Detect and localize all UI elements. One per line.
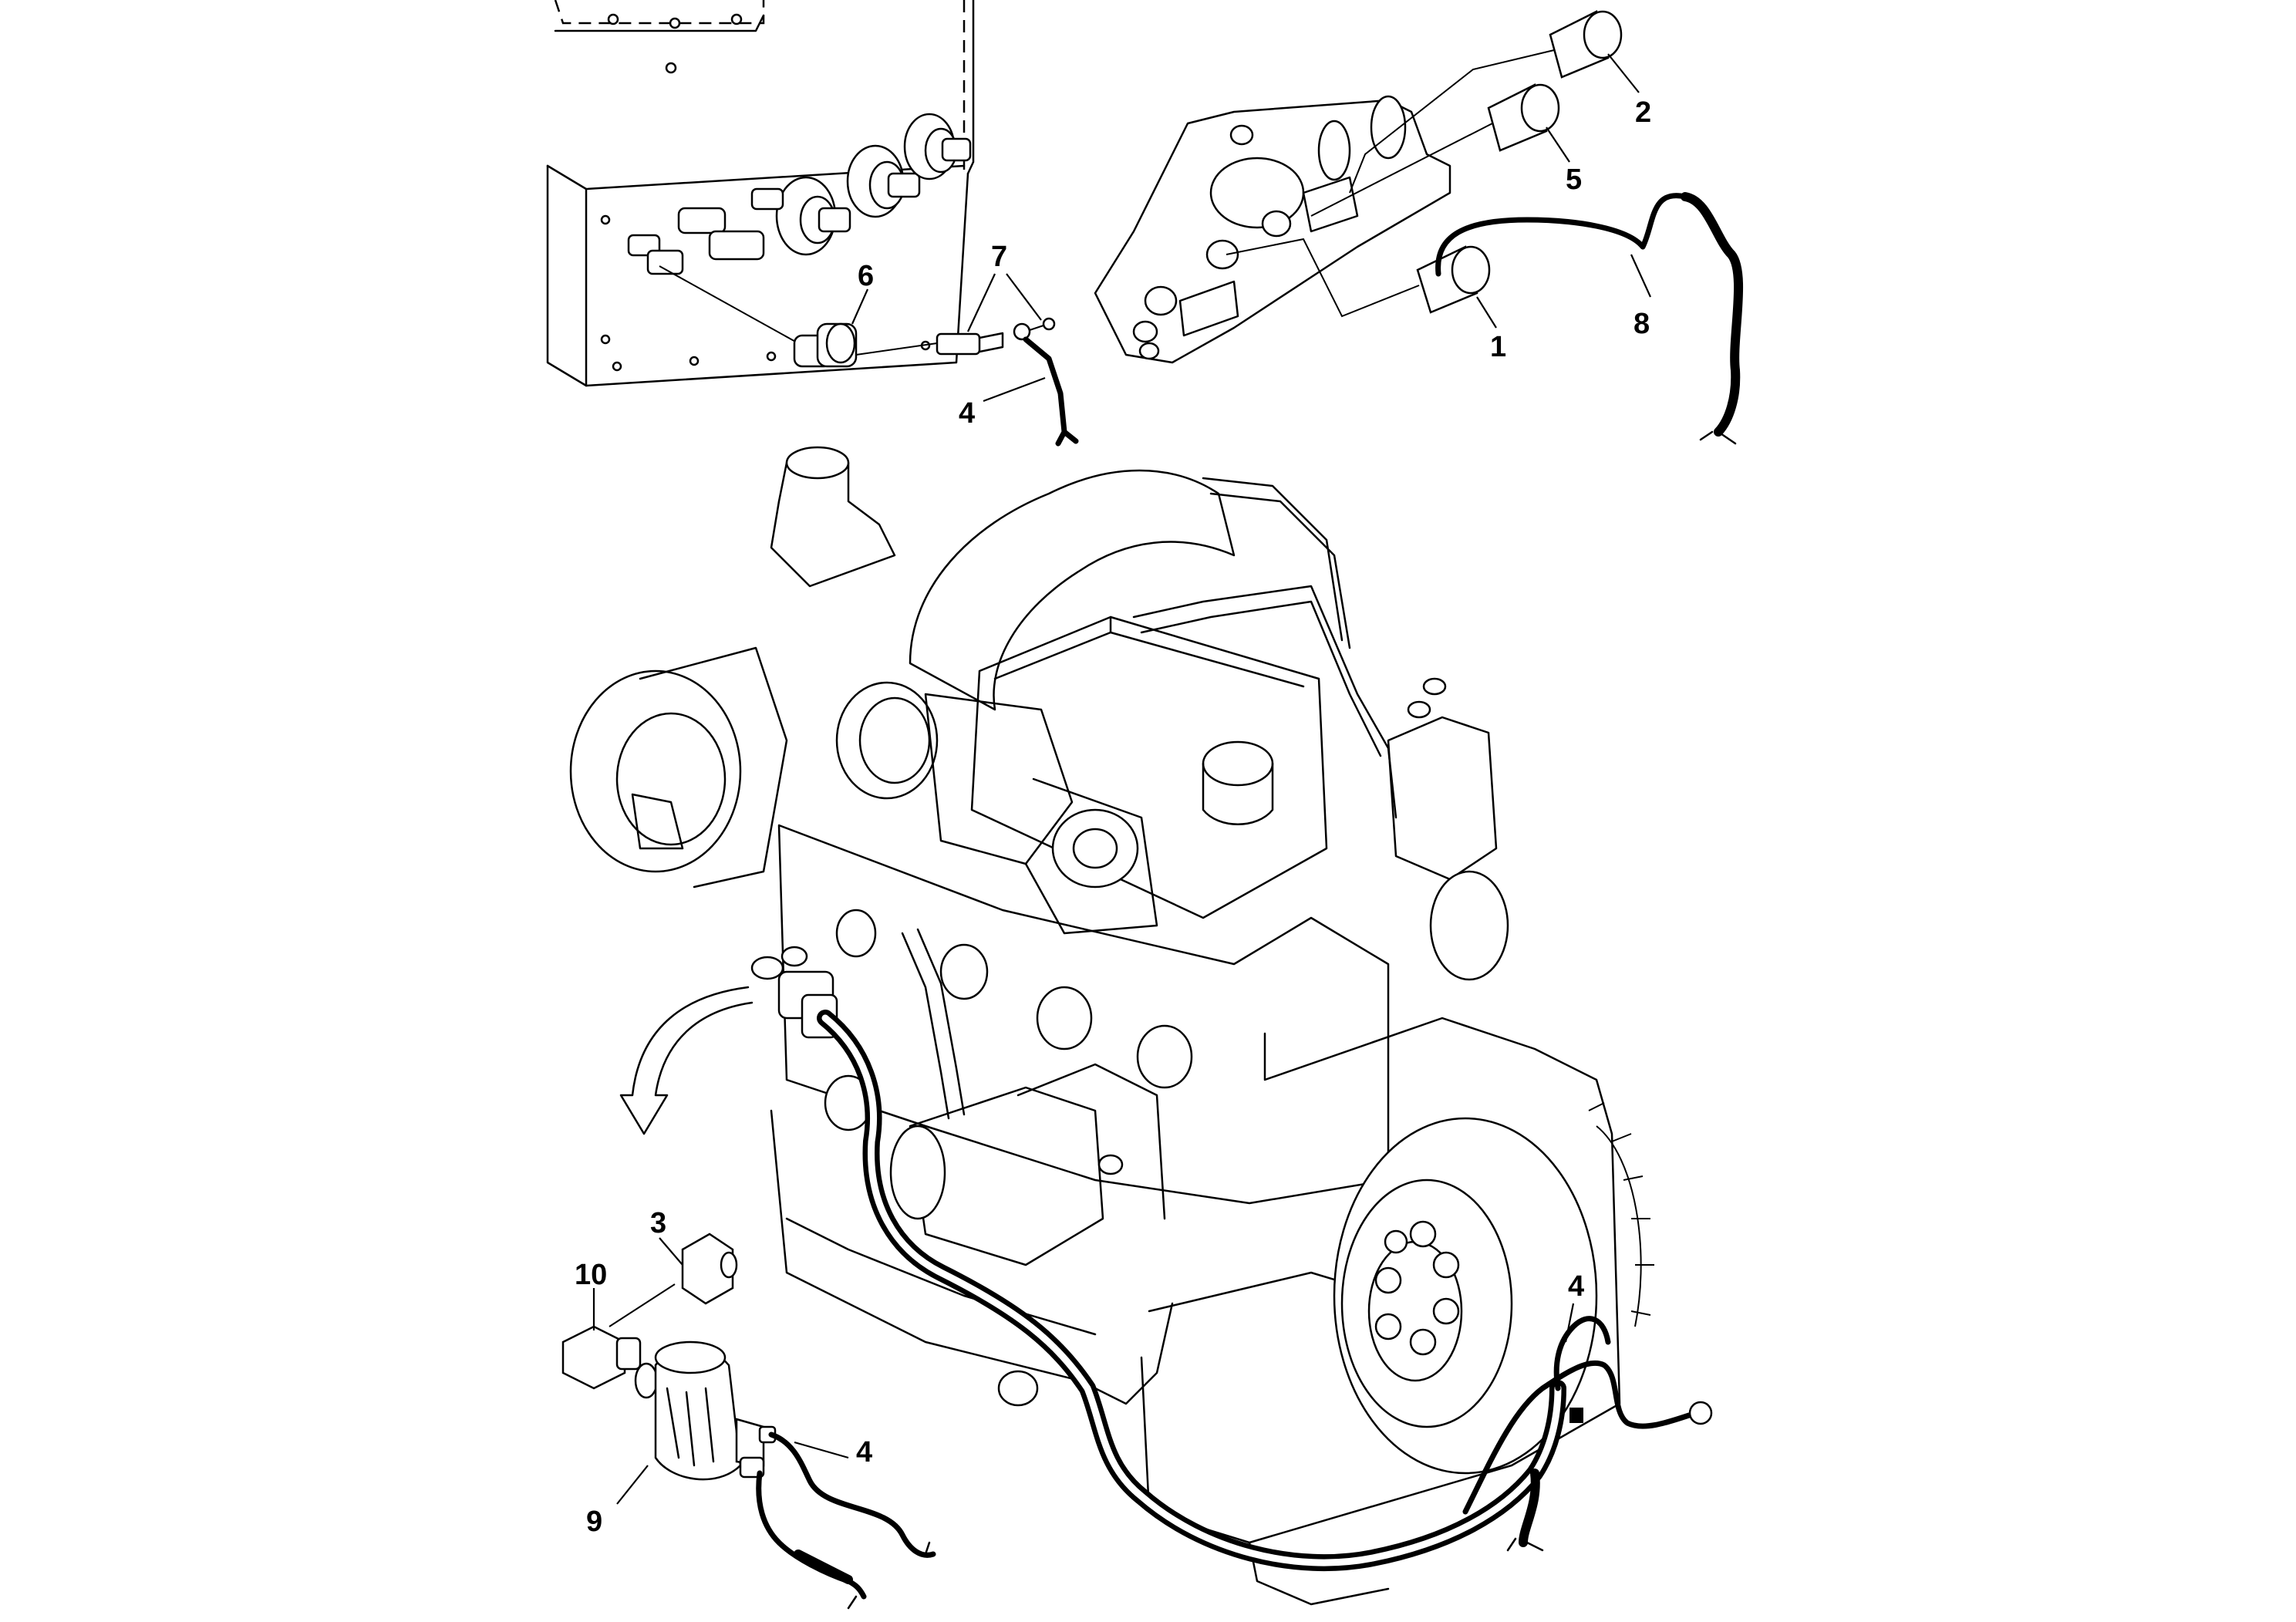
engine-assembly bbox=[569, 446, 1654, 1606]
harness-8 bbox=[1435, 193, 1742, 435]
fitting-group bbox=[627, 113, 972, 275]
lamp-1 bbox=[1226, 238, 1491, 318]
lamp-5 bbox=[1310, 83, 1560, 217]
callout-10: 10 bbox=[575, 1259, 607, 1291]
callout-4-right: 4 bbox=[1568, 1270, 1584, 1303]
harness-4-top bbox=[1023, 336, 1079, 447]
harness-4-main-inner bbox=[821, 1014, 1562, 1566]
callout-1: 1 bbox=[1490, 331, 1506, 363]
callout-9: 9 bbox=[586, 1506, 602, 1538]
rotation-arrow bbox=[619, 986, 754, 1135]
adapter-3 bbox=[609, 1233, 738, 1327]
callout-8: 8 bbox=[1633, 308, 1650, 340]
sensor-7 bbox=[855, 317, 1056, 356]
lamp-2 bbox=[1349, 10, 1623, 194]
elbow-fitting-6 bbox=[659, 265, 858, 368]
callout-4-top: 4 bbox=[959, 397, 975, 430]
callout-3: 3 bbox=[650, 1207, 666, 1239]
callout-4-bottom: 4 bbox=[856, 1436, 872, 1469]
callout-6: 6 bbox=[858, 260, 874, 292]
callout-7: 7 bbox=[991, 241, 1007, 273]
instrument-panel bbox=[1094, 95, 1451, 364]
engine-block-side-detail bbox=[546, 0, 975, 387]
callout-5: 5 bbox=[1566, 164, 1582, 196]
leader-lines bbox=[592, 53, 1652, 1505]
harness-4-right-branch bbox=[1462, 1316, 1713, 1552]
callout-labels: 1 2 3 4 4 4 5 6 7 8 9 10 bbox=[575, 96, 1651, 1538]
oil-pressure-sender-9 bbox=[634, 1340, 777, 1481]
callout-2: 2 bbox=[1635, 96, 1651, 129]
harness-4-bottom bbox=[756, 1431, 936, 1610]
